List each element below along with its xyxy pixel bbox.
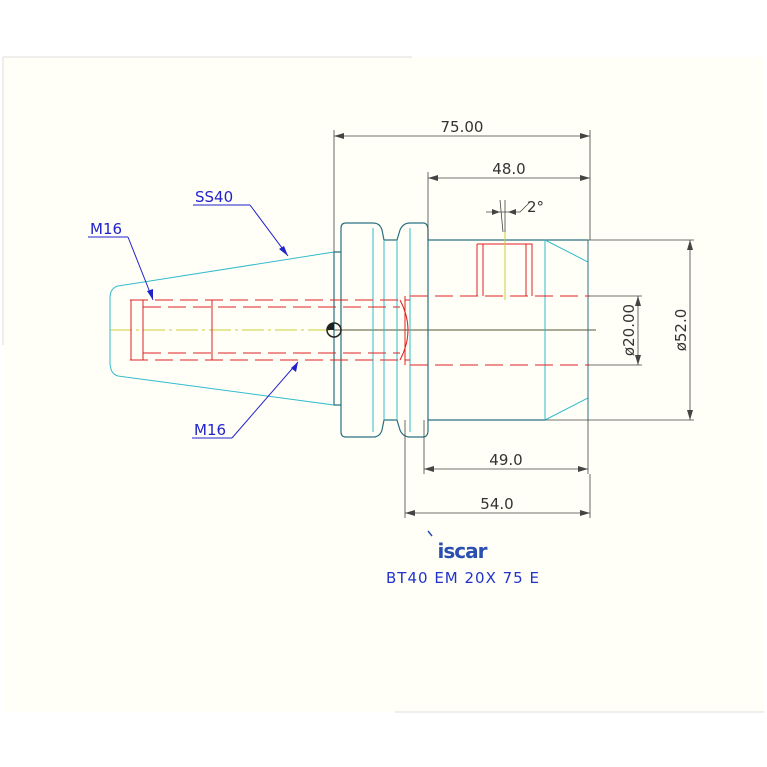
callout-m16-top-label: M16: [90, 220, 122, 238]
arrow-52-top: [687, 240, 693, 250]
dim-text-20: ø20.00: [620, 304, 638, 356]
dimension-arrows: [334, 133, 693, 516]
arrow-54-left: [405, 510, 415, 516]
flange-top-edge: [334, 222, 588, 253]
arrow-2deg-right: [508, 209, 516, 215]
dim-text-2deg: 2°: [527, 198, 544, 216]
arrow-m16-bottom: [291, 362, 298, 372]
clamp-screw-hole: [476, 243, 533, 296]
holder-body: [372, 228, 589, 432]
callouts: [88, 204, 299, 439]
iscar-logo: iscar: [427, 530, 489, 563]
callout-m16-bottom-label: M16: [194, 421, 226, 439]
arrow-m16-top: [147, 289, 153, 300]
dimension-lines: [333, 130, 694, 518]
gauge-point-fill: [327, 323, 334, 330]
arrow-ss40: [279, 246, 288, 256]
callout-ss40-label: SS40: [195, 188, 233, 206]
arrow-49-left: [424, 466, 434, 472]
arrow-75-left: [334, 133, 344, 139]
flange-body: [333, 222, 588, 438]
thread-end-left: [130, 299, 144, 361]
arrow-75-right: [580, 133, 590, 139]
arrow-2deg-left: [492, 209, 500, 215]
hidden-lines: [130, 243, 590, 366]
dim-2deg-ext-2: [499, 199, 504, 233]
taper-outline: [109, 251, 335, 406]
dim-text-54: 54.0: [480, 495, 513, 513]
callout-m16-bottom-leader: [231, 361, 299, 439]
arrow-52-bottom: [687, 410, 693, 420]
callout-m16-top-leader: [127, 236, 154, 301]
arrow-20-bottom: [635, 355, 641, 365]
arrow-54-right: [580, 510, 590, 516]
flange-bottom-edge: [334, 404, 545, 438]
dim-text-49: 49.0: [489, 451, 522, 469]
arrow-48-left: [428, 175, 438, 181]
bore-bottom-curve: [399, 299, 409, 361]
arrow-48-right: [580, 175, 590, 181]
logo-text: iscar: [438, 539, 488, 563]
arrow-49-right: [578, 466, 588, 472]
drawing-caption: BT40 EM 20X 75 E: [386, 569, 540, 587]
callout-arrows: [147, 246, 298, 372]
dim-text-48: 48.0: [492, 160, 525, 178]
dim-2deg-leader: [519, 201, 531, 213]
dim-text-52: ø52.0: [672, 309, 690, 352]
arrow-20-top: [635, 296, 641, 306]
logo-i-dot: [427, 530, 433, 537]
dim-text-75: 75.00: [441, 118, 484, 136]
taper-shank: [109, 251, 335, 406]
